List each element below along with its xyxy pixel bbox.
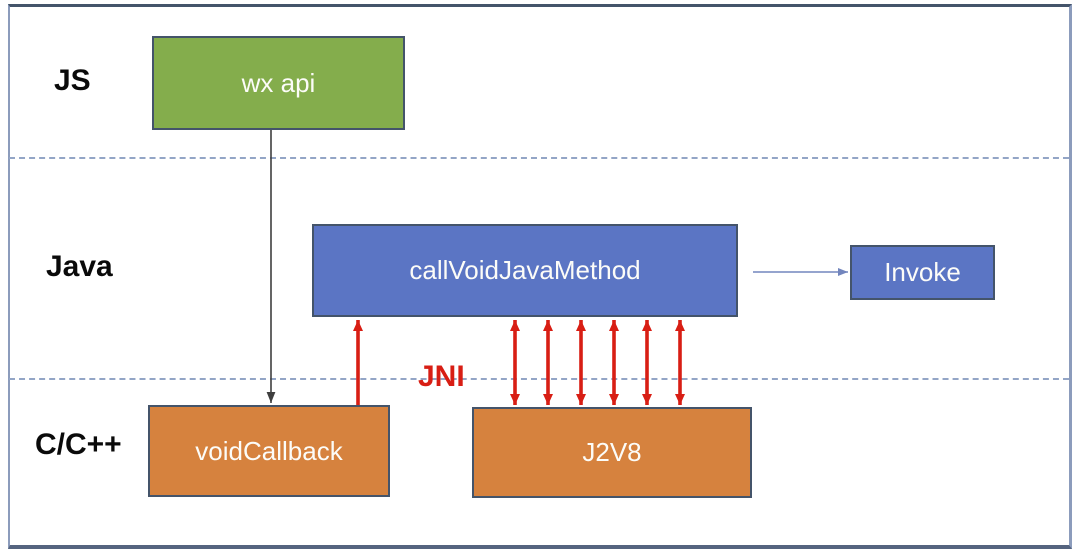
diagram-frame [8,4,1072,549]
layer-divider-java-cpp [9,378,1069,380]
layer-divider-js-java [9,157,1069,159]
layer-label-cpp: C/C++ [35,428,122,461]
jni-label: JNI [418,360,465,393]
layer-label-js: JS [54,64,91,97]
node-void-callback: voidCallback [148,405,390,497]
node-wx-api: wx api [152,36,405,130]
node-j2v8: J2V8 [472,407,752,498]
layer-label-java: Java [46,250,113,283]
node-invoke: Invoke [850,245,995,300]
node-call-void-java-method: callVoidJavaMethod [312,224,738,317]
